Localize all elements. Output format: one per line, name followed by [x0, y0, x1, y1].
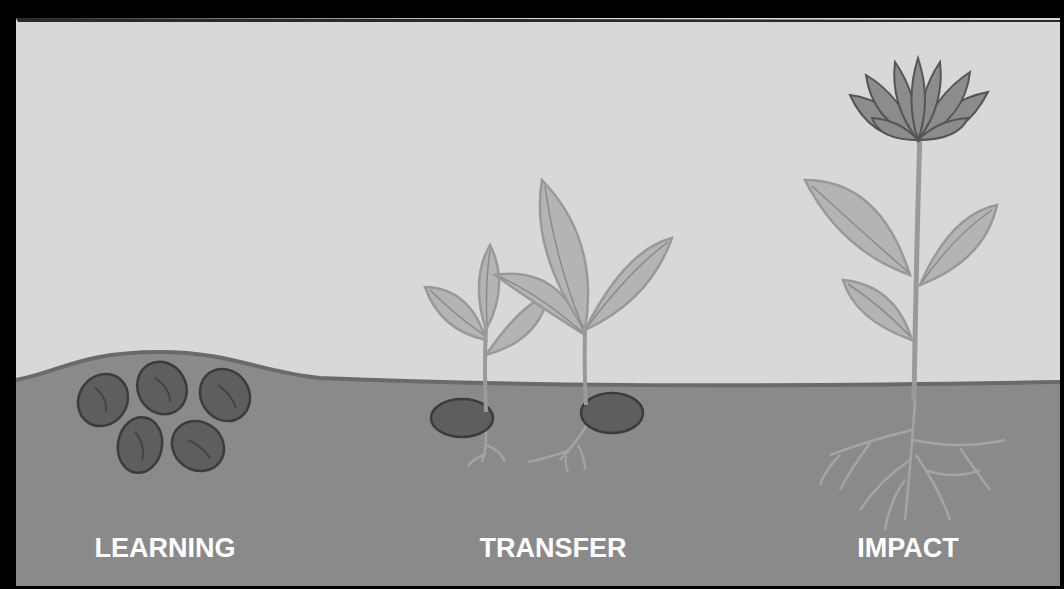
seed-crease — [188, 440, 210, 458]
stem — [585, 330, 586, 405]
frame-edge — [16, 18, 1060, 22]
leaf-vein — [588, 242, 668, 326]
leaf-vein — [500, 277, 582, 332]
seed — [162, 411, 234, 481]
stage-label: IMPACT — [857, 535, 959, 562]
seed-creases — [95, 378, 236, 460]
flower-stem — [914, 130, 920, 400]
leaf — [843, 280, 912, 340]
leaf-vein — [848, 284, 910, 336]
leaf-veins — [430, 186, 668, 335]
leaf — [479, 245, 499, 330]
seed — [113, 414, 166, 477]
ground — [16, 352, 1060, 586]
seed — [581, 393, 643, 433]
seed — [128, 353, 197, 424]
seed — [190, 359, 260, 431]
sprout-seeds — [431, 393, 643, 437]
seed-crease — [155, 378, 170, 402]
seed-crease — [95, 388, 106, 412]
leaf — [920, 205, 997, 285]
stage-label: LEARNING — [95, 535, 236, 562]
leaf-vein — [430, 290, 484, 335]
leaf — [585, 238, 672, 330]
flower-head — [850, 58, 988, 140]
leaf-vein — [812, 186, 908, 272]
sprout-leaves — [425, 180, 672, 355]
leaf-veins — [812, 186, 992, 336]
leaf-vein — [922, 210, 992, 282]
sky — [16, 18, 1060, 586]
flower-roots — [820, 400, 1005, 530]
root — [528, 420, 590, 472]
petal — [872, 118, 918, 140]
stage-label: TRANSFER — [480, 535, 627, 562]
petal — [912, 58, 926, 140]
seed-crease — [135, 432, 143, 460]
leaf — [425, 287, 486, 340]
root — [820, 400, 1005, 530]
leaf-vein — [486, 250, 490, 325]
seed-pile — [68, 353, 260, 482]
leaf — [540, 180, 588, 330]
seed-crease — [218, 385, 236, 408]
petal — [918, 118, 968, 140]
leaf — [805, 180, 910, 275]
flower-leaves — [805, 180, 997, 340]
